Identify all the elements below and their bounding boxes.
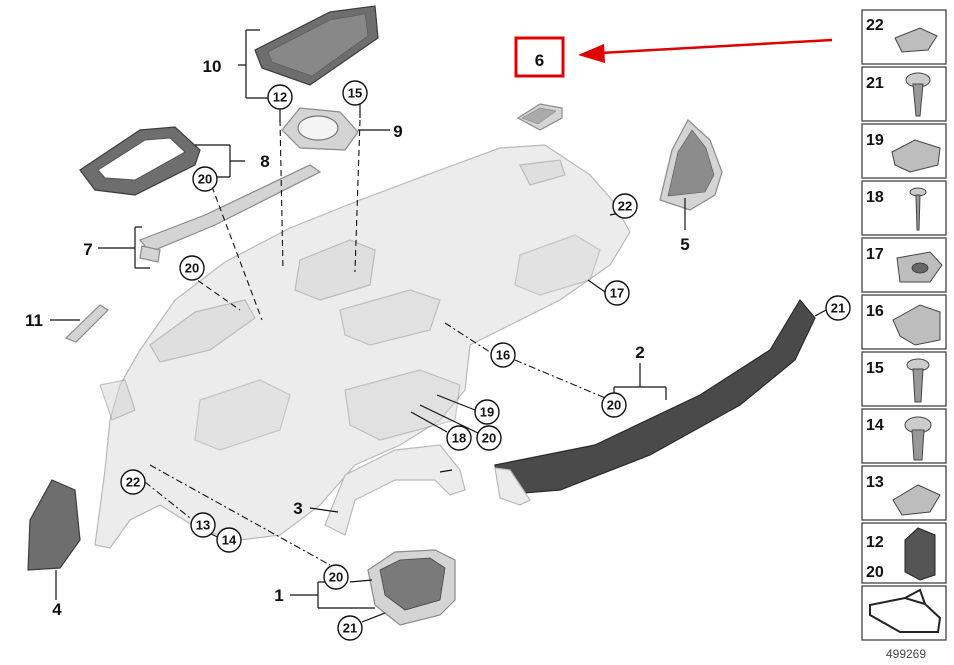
label-11: 11 — [25, 311, 43, 330]
dashboard-carrier — [94, 144, 631, 549]
highlight-marker: 6 — [514, 36, 833, 78]
svg-text:17: 17 — [866, 246, 884, 263]
center-vent-part-1 — [367, 549, 456, 626]
svg-text:21: 21 — [831, 301, 845, 316]
svg-text:20: 20 — [185, 261, 199, 276]
svg-text:12: 12 — [866, 534, 884, 551]
svg-text:13: 13 — [866, 474, 884, 491]
svg-text:21: 21 — [343, 621, 357, 636]
callout-20: 20 — [323, 564, 349, 590]
spring-clip-icon — [904, 527, 936, 581]
callout-21: 21 — [337, 615, 363, 641]
callout-18: 18 — [446, 425, 472, 451]
callout-21: 21 — [825, 295, 851, 321]
callout-circles: 12 15 20 20 22 17 16 19 18 20 21 20 22 1… — [120, 80, 851, 641]
label-10: 10 — [203, 57, 222, 76]
end-cap-part-4 — [27, 479, 81, 571]
screw-icon — [905, 72, 931, 117]
callout-16: 16 — [490, 342, 516, 368]
callout-13: 13 — [190, 512, 216, 538]
screw-icon — [904, 416, 932, 461]
svg-text:19: 19 — [866, 132, 884, 149]
callout-22: 22 — [612, 193, 638, 219]
clip-nut-icon — [891, 139, 941, 173]
svg-text:16: 16 — [496, 348, 510, 363]
callout-20: 20 — [601, 392, 627, 418]
svg-text:15: 15 — [866, 360, 884, 377]
highlight-label: 6 — [535, 51, 544, 70]
callout-22: 22 — [120, 469, 146, 495]
cluster-surround-part-3 — [324, 444, 466, 536]
svg-text:18: 18 — [866, 189, 884, 206]
self-tapping-screw-icon — [909, 187, 927, 231]
diagram-id: 499269 — [886, 647, 926, 661]
trim-strip-part-2 — [494, 298, 816, 506]
callout-12: 12 — [267, 84, 293, 110]
svg-text:20: 20 — [329, 570, 343, 585]
svg-text:12: 12 — [273, 90, 287, 105]
svg-text:17: 17 — [610, 286, 624, 301]
callout-20: 20 — [476, 425, 502, 451]
screw-icon — [906, 358, 930, 403]
expanding-nut-icon — [896, 251, 943, 283]
svg-text:13: 13 — [196, 518, 210, 533]
svg-text:19: 19 — [480, 405, 494, 420]
svg-text:15: 15 — [348, 86, 362, 101]
label-5: 5 — [680, 235, 689, 254]
grille-part-6 — [516, 103, 563, 131]
label-9: 9 — [393, 122, 402, 141]
arrow-symbol-icon — [869, 588, 942, 633]
callout-15: 15 — [342, 80, 368, 106]
leader-lines — [50, 29, 827, 623]
callout-20: 20 — [192, 166, 218, 192]
label-3: 3 — [293, 499, 302, 518]
part-labels: 10 9 8 7 11 5 2 3 4 1 — [25, 57, 690, 619]
label-7: 7 — [83, 240, 92, 259]
svg-text:21: 21 — [866, 75, 884, 92]
bracket-strip-part-7 — [139, 164, 322, 263]
side-grille-part-5 — [659, 119, 723, 211]
label-1: 1 — [274, 586, 283, 605]
svg-text:14: 14 — [866, 417, 884, 434]
label-2: 2 — [635, 343, 644, 362]
callout-20: 20 — [179, 255, 205, 281]
svg-text:20: 20 — [198, 172, 212, 187]
clip-nut-icon — [894, 27, 938, 53]
callout-17: 17 — [604, 280, 630, 306]
callout-19: 19 — [474, 399, 500, 425]
clip-nut-icon — [892, 484, 941, 516]
svg-text:22: 22 — [618, 199, 632, 214]
svg-text:20: 20 — [607, 398, 621, 413]
display-frame-part-8 — [79, 126, 201, 196]
svg-text:16: 16 — [866, 303, 884, 320]
label-8: 8 — [260, 152, 269, 171]
trim-ring-part-9 — [281, 107, 359, 151]
label-4: 4 — [52, 600, 62, 619]
svg-text:22: 22 — [866, 17, 884, 34]
bracket-clip-icon — [892, 304, 941, 346]
svg-text:20: 20 — [866, 564, 884, 581]
speaker-grille-part-10 — [254, 5, 379, 86]
svg-text:20: 20 — [482, 431, 496, 446]
callout-14: 14 — [216, 527, 242, 553]
svg-text:18: 18 — [452, 431, 466, 446]
svg-text:14: 14 — [222, 533, 237, 548]
bracket-part-11 — [64, 304, 109, 343]
svg-text:22: 22 — [126, 475, 140, 490]
fastener-panel: 22 21 19 18 17 16 15 14 13 12 20 — [861, 9, 947, 641]
